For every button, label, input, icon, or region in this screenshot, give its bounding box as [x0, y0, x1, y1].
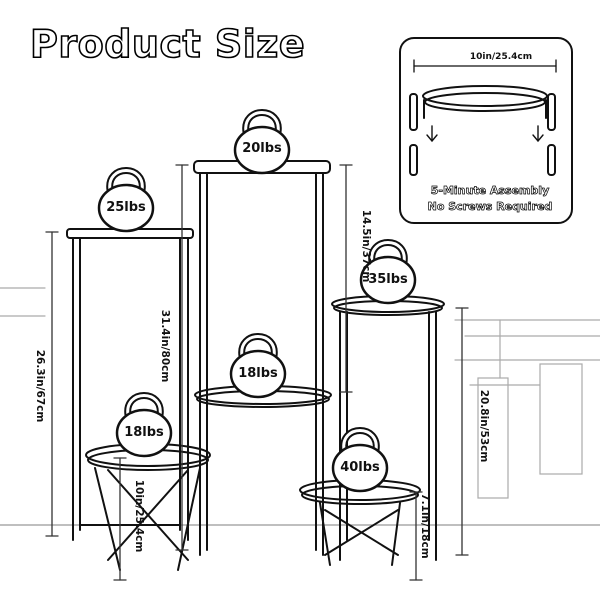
assembly-line-1: 5-Minute Assembly — [430, 184, 550, 198]
kettlebell-label-middle: 18lbs — [238, 366, 278, 381]
dim-center-height: 31.4in/80cm — [159, 309, 171, 383]
assembly-inset — [399, 37, 573, 224]
dim-bottom-height: 7.1in/18cm — [419, 493, 431, 559]
table-bottom-right — [299, 479, 421, 566]
table-small — [85, 443, 211, 571]
dim-top-gap: 14.5in/37cm — [360, 209, 372, 283]
stand-left — [66, 228, 194, 541]
kettlebell-label-top: 20lbs — [242, 141, 282, 156]
kettlebell-label-right: 35lbs — [368, 272, 408, 287]
page-title: Product Size — [29, 21, 306, 67]
kettlebell-label-left: 25lbs — [106, 200, 146, 215]
inset-width-label: 10in/25.4cm — [469, 52, 533, 62]
arrow-down-icon — [426, 125, 544, 143]
kettlebell-label-bottom-right: 40lbs — [340, 460, 380, 475]
dim-small-height: 10in/25.4cm — [133, 479, 145, 553]
dim-right-height: 20.8in/53cm — [478, 389, 490, 463]
kettlebell-label-small: 18lbs — [124, 425, 164, 440]
assembly-line-2: No Screws Required — [427, 200, 553, 214]
dimension-lines — [45, 164, 469, 581]
dim-left-height: 26.3in/67cm — [34, 349, 46, 423]
